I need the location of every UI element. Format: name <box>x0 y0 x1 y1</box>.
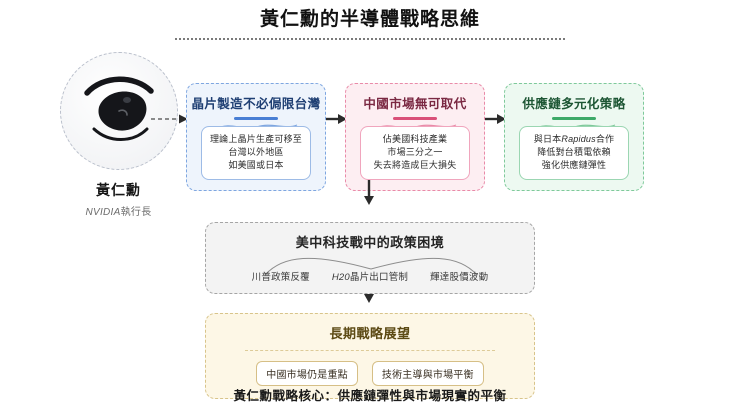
persona-role-company: NVIDIA <box>85 207 121 218</box>
page-title: 黃仁勳的半導體戰略思維 <box>259 9 480 30</box>
card-title: 中國市場無可取代 <box>363 97 467 111</box>
policy-tag[interactable]: 川普政策反覆 <box>251 272 310 283</box>
card-detail-line: 佔美國科技產業 <box>382 134 448 144</box>
persona-block: 黃仁勳 NVIDIA執行長 <box>46 52 191 218</box>
card-detail-line: 市場三分之一 <box>387 147 443 157</box>
policy-tag[interactable]: H20晶片出口管制 <box>332 269 408 283</box>
panel-long-term-outlook[interactable]: 長期戰略展望 中國市場仍是重點 技術主導與市場平衡 <box>205 313 535 399</box>
card-accent-bar <box>393 117 437 120</box>
card-china-market[interactable]: 中國市場無可取代 佔美國科技產業 市場三分之一 失去將造成巨大損失 <box>345 83 485 191</box>
card-detail-line: 如美國或日本 <box>228 160 284 170</box>
fan-connector-icon <box>264 257 478 276</box>
flow-arrow-down-1 <box>363 180 375 206</box>
policy-tag-code: H20 <box>331 272 350 283</box>
policy-tag-row: 川普政策反覆 H20晶片出口管制 輝達股價波動 <box>206 269 534 283</box>
card-title: 晶片製造不必侷限台灣 <box>191 97 321 111</box>
title-divider <box>175 38 565 40</box>
detail-text-post: 合作 <box>595 134 615 144</box>
card-detail-box: 佔美國科技產業 市場三分之一 失去將造成巨大損失 <box>360 126 470 180</box>
card-detail-box: 與日本Rapidus合作 降低對台積電依賴 強化供應鏈彈性 <box>519 126 629 180</box>
card-chip-manufacturing[interactable]: 晶片製造不必侷限台灣 理論上晶片生產可移至 台灣以外地區 如美國或日本 <box>186 83 326 191</box>
card-detail-line: 理論上晶片生產可移至 <box>209 134 302 144</box>
card-accent-bar <box>234 117 278 120</box>
page-header: 黃仁勳的半導體戰略思維 <box>0 8 740 32</box>
detail-text-pre: 與日本 <box>533 134 562 144</box>
card-detail-box: 理論上晶片生產可移至 台灣以外地區 如美國或日本 <box>201 126 311 180</box>
panel-policy-dilemma[interactable]: 美中科技戰中的政策困境 川普政策反覆 H20晶片出口管制 輝達股價波動 <box>205 222 535 294</box>
persona-name: 黃仁勳 <box>96 182 141 198</box>
panel-title: 美中科技戰中的政策困境 <box>295 235 445 250</box>
policy-tag-text: 晶片出口管制 <box>349 272 409 283</box>
panel-title: 長期戰略展望 <box>329 326 411 341</box>
persona-to-card-arrow <box>151 112 189 124</box>
card-connector-arrow-2 <box>485 112 507 124</box>
card-detail-line: 台灣以外地區 <box>228 147 284 157</box>
detail-text-emphasis: Rapidus <box>561 134 596 144</box>
card-connector-arrow-1 <box>326 112 348 124</box>
nvidia-eye-logo-icon <box>59 52 178 170</box>
outlook-pill[interactable]: 技術主導與市場平衡 <box>371 361 484 386</box>
card-detail-line: 降低對台積電依賴 <box>537 147 611 157</box>
persona-role-title: 執行長 <box>120 207 152 218</box>
card-detail-line: 與日本Rapidus合作 <box>524 133 624 146</box>
footer-caption: 黃仁勳戰略核心：供應鏈彈性與市場現實的平衡 <box>233 389 507 403</box>
card-accent-bar <box>552 117 596 120</box>
card-title: 供應鏈多元化策略 <box>522 97 626 111</box>
card-detail-line: 失去將造成巨大損失 <box>373 160 457 170</box>
outlook-pill[interactable]: 中國市場仍是重點 <box>256 361 358 386</box>
policy-tag[interactable]: 輝達股價波動 <box>430 272 489 283</box>
card-supply-chain-diversification[interactable]: 供應鏈多元化策略 與日本Rapidus合作 降低對台積電依賴 強化供應鏈彈性 <box>504 83 644 191</box>
outlook-pill-row: 中國市場仍是重點 技術主導與市場平衡 <box>206 361 534 386</box>
panel-divider <box>245 350 495 351</box>
persona-role: NVIDIA執行長 <box>46 203 191 218</box>
card-detail-line: 強化供應鏈彈性 <box>541 160 607 170</box>
